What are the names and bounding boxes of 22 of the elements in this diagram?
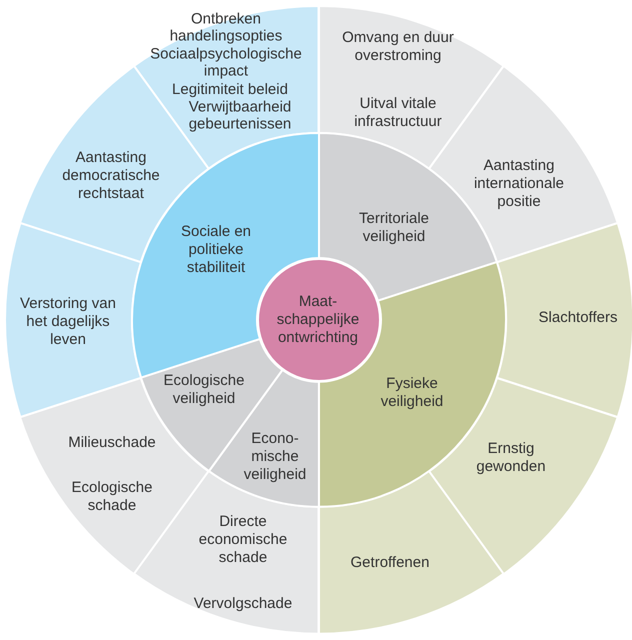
segment-label: Aantasting democratische rechtstaat (61, 148, 161, 203)
segment-label: Milieuschade (67, 434, 157, 452)
segment-label: Ecologische schade (70, 478, 154, 515)
segment-label: Vervolgschade (192, 594, 294, 613)
segment-label: Fysieke veiligheid (380, 374, 444, 411)
segment-label: Verstoring van het dagelijks leven (19, 294, 117, 349)
segment-label: Aantasting internationale positie (472, 156, 566, 211)
segment-label: Uitval vitale infrastructuur (353, 95, 443, 131)
segment-label: Legitimiteit beleid (171, 82, 289, 98)
segment-label: Directe economische schade (198, 512, 288, 567)
segment-label: Econo-mische veiligheid (242, 430, 308, 484)
segment-label: Verwijtbaarheid gebeurtenissen (188, 100, 292, 132)
segment-label: Ontbreken handelingsopties (168, 12, 284, 44)
segment-label: Slachtoffers (538, 308, 618, 327)
segment-label: Ecologische veiligheid (162, 372, 246, 408)
segment-label: Omvang en duur overstroming (341, 29, 455, 65)
segment-label: Ernstig gewonden (475, 440, 547, 476)
segment-label: Sociale en politieke stabiliteit (180, 223, 252, 277)
segment-label: Getroffenen (350, 554, 430, 572)
segment-label: Sociaalpsychologische impact (149, 46, 303, 80)
segment-label: Maat-schappelijke ontwrichting (276, 293, 360, 347)
segment-label: Territoriale veiligheid (358, 210, 430, 246)
